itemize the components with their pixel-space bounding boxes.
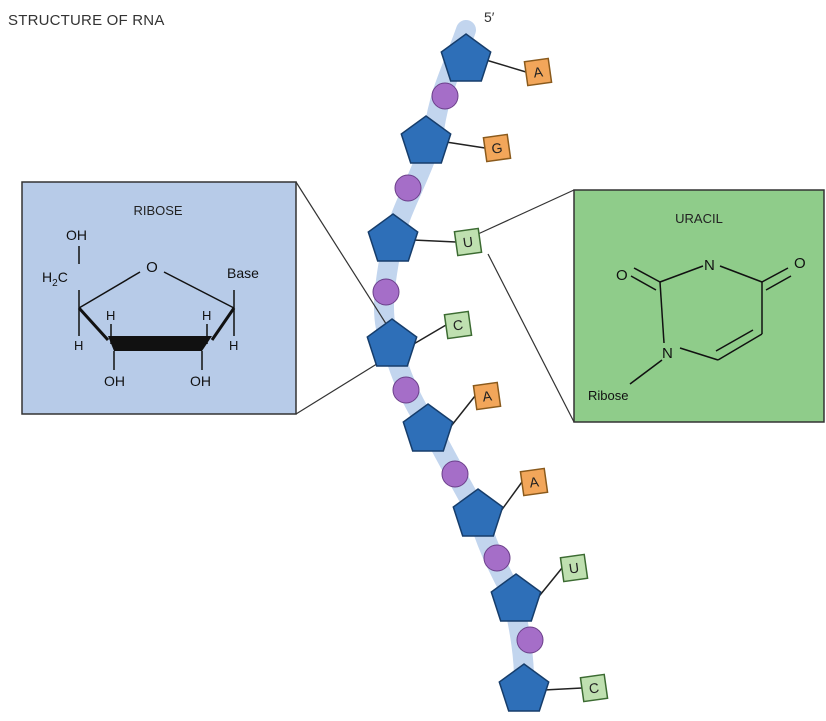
phosphate-group xyxy=(516,626,544,654)
nucleobase-box xyxy=(559,553,589,583)
ribose-sugar xyxy=(400,115,452,164)
nucleobase-letter: U xyxy=(462,233,474,250)
nucleobase-box xyxy=(579,673,609,703)
ribose-h-left-outer: H xyxy=(74,338,83,353)
glycosidic-bond xyxy=(543,687,583,691)
uracil-carbonyl xyxy=(630,275,657,291)
nucleotide-group: A G U C A A U C xyxy=(366,33,609,712)
phosphate-group xyxy=(431,82,459,110)
uracil-panel-background xyxy=(573,189,825,423)
phosphate-group xyxy=(392,376,420,404)
uracil-n-top: N xyxy=(704,257,715,274)
uracil-carbonyl xyxy=(765,275,792,291)
ribose-oh-left: OH xyxy=(104,373,125,389)
uracil-bond xyxy=(659,281,665,344)
ribose-bond xyxy=(77,306,110,342)
uracil-carbonyl xyxy=(761,267,789,283)
five-prime-label: 5′ xyxy=(484,9,495,25)
ribose-ring-bottom-edge xyxy=(108,336,212,351)
uracil-ribose-label: Ribose xyxy=(588,388,628,403)
ribose-panel: RIBOSE O H2C OH Base H H H xyxy=(21,181,297,415)
glycosidic-bond xyxy=(411,324,447,346)
ribose-oh-top: OH xyxy=(66,227,87,243)
ribose-connector-bottom xyxy=(295,361,381,415)
ribose-panel-background xyxy=(21,181,297,415)
ribose-sugar xyxy=(402,403,454,452)
uracil-panel: URACIL N N O O Ribose xyxy=(573,189,825,423)
ribose-h2c-h: H xyxy=(42,269,52,285)
nucleobase-box xyxy=(523,57,553,87)
phosphate-group xyxy=(372,278,400,306)
ribose-sugar xyxy=(366,318,418,367)
nucleobase-box xyxy=(453,227,483,257)
uracil-connector-bottom xyxy=(487,253,575,423)
ribose-bond xyxy=(78,271,141,309)
nucleobase-letter: C xyxy=(588,679,600,696)
ribose-sugar xyxy=(498,663,550,712)
glycosidic-bond xyxy=(485,59,527,73)
ribose-h-right-outer: H xyxy=(229,338,238,353)
glycosidic-bond xyxy=(445,141,486,149)
uracil-panel-title: URACIL xyxy=(675,211,723,226)
uracil-o-left: O xyxy=(616,267,628,284)
ribose-bond xyxy=(210,307,236,341)
ribose-ring-oxygen: O xyxy=(146,259,158,276)
phosphate-group xyxy=(483,544,511,572)
ribose-h2c-subscript: 2 xyxy=(52,278,58,289)
uracil-bond xyxy=(717,333,763,361)
phosphate-group xyxy=(441,460,469,488)
diagram-title: STRUCTURE OF RNA xyxy=(8,12,165,29)
ribose-sugar xyxy=(367,213,419,262)
ribose-connector-top xyxy=(295,181,391,331)
ribose-h-right-inner: H xyxy=(202,308,211,323)
ribose-h2c-label: H2C xyxy=(42,269,68,289)
nucleobase-letter: A xyxy=(532,63,544,80)
nucleobase-letter: C xyxy=(452,316,464,333)
nucleobase-letter: G xyxy=(490,139,503,156)
ribose-base-label: Base xyxy=(227,265,259,281)
nucleobase-box xyxy=(443,310,473,340)
phosphate-group xyxy=(394,174,422,202)
nucleobase-letter: U xyxy=(568,559,580,576)
ribose-oh-right: OH xyxy=(190,373,211,389)
ribose-bond xyxy=(163,271,235,309)
uracil-double-bond xyxy=(715,329,754,352)
uracil-bond xyxy=(629,359,663,385)
nucleobase-letter: A xyxy=(481,387,493,404)
uracil-bond xyxy=(659,265,704,283)
glycosidic-bond xyxy=(412,239,457,243)
ribose-h-left-inner: H xyxy=(106,308,115,323)
uracil-o-right: O xyxy=(794,255,806,272)
ribose-sugar xyxy=(440,33,492,82)
uracil-bond xyxy=(719,265,763,283)
nucleobase-box xyxy=(519,467,549,497)
nucleobase-box xyxy=(482,133,512,163)
ribose-sugar xyxy=(490,573,542,622)
nucleobase-box xyxy=(472,381,502,411)
uracil-n-bottom: N xyxy=(662,345,673,362)
ribose-panel-title: RIBOSE xyxy=(133,203,182,218)
uracil-carbonyl xyxy=(633,267,661,283)
uracil-connector-top xyxy=(477,189,575,235)
ribose-h2c-c: C xyxy=(58,269,68,285)
nucleobase-letter: A xyxy=(528,473,540,490)
ribose-sugar xyxy=(452,488,504,537)
uracil-bond xyxy=(679,347,719,361)
